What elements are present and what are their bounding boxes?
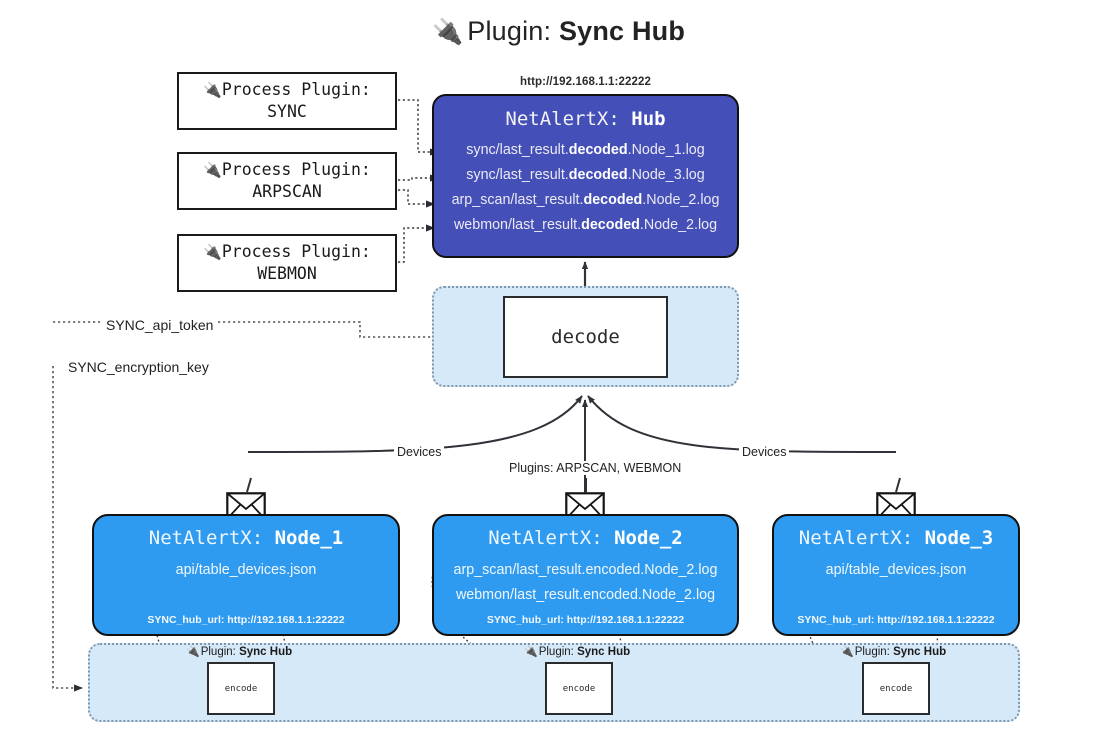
process-plugin-arpscan[interactable]: 🔌Process Plugin: ARPSCAN (177, 152, 397, 210)
plug-icon: 🔌 (524, 646, 538, 658)
node-hub-url: SYNC_hub_url: http://192.168.1.1:22222 (486, 614, 685, 626)
decode-box[interactable]: decode (503, 296, 668, 378)
hub-url-label: http://192.168.1.1:22222 (520, 76, 651, 88)
node-box-node-1[interactable]: NetAlertX: Node_1 api/table_devices.json… (92, 514, 400, 636)
process-plugin-webmon-line1: 🔌Process Plugin: (203, 241, 371, 261)
node-line: arp_scan/last_result.encoded.Node_2.log (453, 562, 718, 578)
edges-nodes-to-decode (247, 395, 897, 505)
plugin-tag-sync-hub-1: 🔌Plugin: Sync Hub (186, 646, 293, 658)
encode-box-3[interactable]: encode (862, 662, 930, 715)
plug-icon: 🔌 (431, 18, 464, 46)
encode-box-1[interactable]: encode (207, 662, 275, 715)
node-line-list: arp_scan/last_result.encoded.Node_2.log … (434, 558, 737, 607)
node-line: api/table_devices.json (175, 562, 317, 578)
hub-log-line: arp_scan/last_result.decoded.Node_2.log (451, 191, 720, 208)
hub-title: NetAlertX: Hub (505, 108, 666, 130)
process-plugin-webmon-line2: WEBMON (257, 264, 317, 283)
node-box-node-2[interactable]: NetAlertX: Node_2 arp_scan/last_result.e… (432, 514, 739, 636)
plugin-tag-sync-hub-3: 🔌Plugin: Sync Hub (840, 646, 947, 658)
label-sync-api-token: SYNC_api_token (103, 317, 217, 333)
node-line-list: api/table_devices.json (774, 558, 1018, 583)
hub-log-line: sync/last_result.decoded.Node_3.log (466, 166, 705, 183)
hub-log-line: webmon/last_result.decoded.Node_2.log (453, 216, 718, 233)
node-title: NetAlertX: Node_2 (488, 527, 683, 549)
page-title: 🔌Plugin: Sync Hub (0, 16, 1117, 47)
edges-envelope-stems (246, 477, 901, 493)
label-plugins: Plugins: ARPSCAN, WEBMON (506, 461, 685, 475)
label-devices-left: Devices (394, 445, 445, 459)
hub-log-line: sync/last_result.decoded.Node_1.log (466, 142, 705, 158)
process-plugin-arpscan-line1: 🔌Process Plugin: (203, 159, 371, 179)
process-plugin-sync-line1: 🔌Process Plugin: (203, 79, 371, 99)
encode-box-2[interactable]: encode (545, 662, 613, 715)
node-hub-url: SYNC_hub_url: http://192.168.1.1:22222 (797, 614, 995, 626)
node-title: NetAlertX: Node_1 (148, 527, 344, 549)
label-devices-right: Devices (739, 445, 790, 459)
plug-icon: 🔌 (186, 646, 200, 658)
node-line-list: api/table_devices.json (94, 558, 398, 583)
plug-icon: 🔌 (203, 160, 222, 179)
node-box-node-3[interactable]: NetAlertX: Node_3 api/table_devices.json… (772, 514, 1020, 636)
label-sync-encryption-key: SYNC_encryption_key (65, 359, 212, 375)
plug-icon: 🔌 (203, 80, 222, 99)
node-hub-url: SYNC_hub_url: http://192.168.1.1:22222 (147, 614, 345, 626)
node-line: webmon/last_result.encoded.Node_2.log (455, 586, 716, 603)
edge-encryption-key (52, 366, 83, 692)
node-title: NetAlertX: Node_3 (798, 527, 994, 549)
hub-log-list: sync/last_result.decoded.Node_1.log sync… (434, 138, 737, 238)
page-title-prefix: Plugin: (467, 16, 552, 46)
process-plugin-arpscan-line2: ARPSCAN (252, 182, 322, 201)
page-title-name: Sync Hub (558, 16, 686, 46)
plug-icon: 🔌 (840, 646, 854, 658)
node-line: api/table_devices.json (825, 562, 967, 578)
plug-icon: 🔌 (203, 242, 222, 261)
process-plugin-sync[interactable]: 🔌Process Plugin: SYNC (177, 72, 397, 130)
process-plugin-webmon[interactable]: 🔌Process Plugin: WEBMON (177, 234, 397, 292)
hub-node[interactable]: NetAlertX: Hub sync/last_result.decoded.… (432, 94, 739, 258)
plugin-tag-sync-hub-2: 🔌Plugin: Sync Hub (524, 646, 631, 658)
process-plugin-sync-line2: SYNC (267, 102, 307, 121)
